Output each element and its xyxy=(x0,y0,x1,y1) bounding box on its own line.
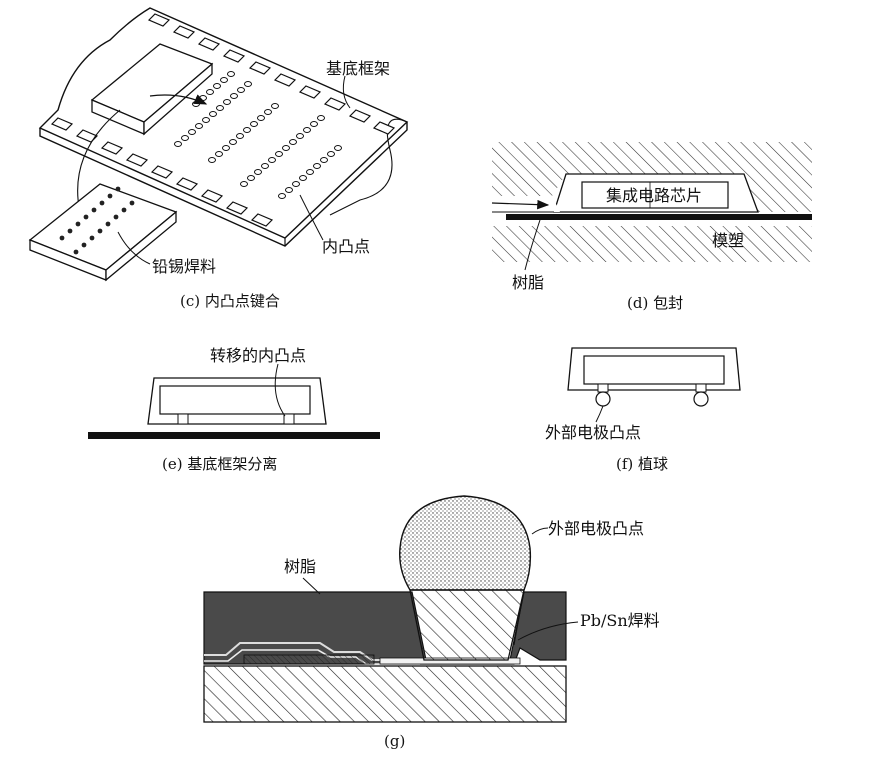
label-base-frame: 基底框架 xyxy=(326,59,390,78)
label-resin-g: 树脂 xyxy=(284,557,316,576)
pbsn-solder xyxy=(409,589,525,661)
panel-c: 基底框架 内凸点 铅锡焊料 (c) 内凸点键合 xyxy=(28,7,409,310)
solder-ball-right xyxy=(693,391,709,407)
separated-frame xyxy=(88,432,380,439)
base-frame-plate xyxy=(38,7,409,239)
caption-c: (c) 内凸点键合 xyxy=(180,292,280,310)
label-ext-bump-g: 外部电极凸点 xyxy=(548,519,644,538)
inner-bumps xyxy=(174,71,342,199)
panel-e: 转移的内凸点 (e) 基底框架分离 xyxy=(88,346,380,473)
transfer-arrow xyxy=(149,94,208,105)
lead-frame-bar xyxy=(506,214,812,220)
label-inner-bump: 内凸点 xyxy=(322,237,370,256)
label-ext-bump-f: 外部电极凸点 xyxy=(545,423,641,442)
pad-metal xyxy=(243,654,375,665)
frame-slots-top xyxy=(147,13,396,135)
caption-f: (f) 植球 xyxy=(616,455,668,473)
ic-chip xyxy=(581,181,729,209)
label-transferred-bump: 转移的内凸点 xyxy=(210,346,306,365)
caption-e: (e) 基底框架分离 xyxy=(162,455,277,473)
label-mold: 模塑 xyxy=(712,231,744,250)
label-resin-d: 树脂 xyxy=(512,273,544,292)
panel-g: 树脂 外部电极凸点 Pb/Sn焊料 (g) xyxy=(203,495,660,750)
external-bump-ball xyxy=(399,495,532,591)
solder-ball-left xyxy=(595,391,611,407)
substrate xyxy=(203,665,567,723)
caption-d: (d) 包封 xyxy=(627,294,683,312)
frame-slots-bottom xyxy=(50,117,274,227)
solder-strip xyxy=(28,183,178,282)
label-pbsn: Pb/Sn焊料 xyxy=(580,611,660,630)
panel-f: 外部电极凸点 (f) 植球 xyxy=(545,347,741,473)
mold-bottom xyxy=(492,226,812,262)
label-solder: 铅锡焊料 xyxy=(152,257,216,276)
label-ic-chip: 集成电路芯片 xyxy=(606,186,702,205)
caption-g: (g) xyxy=(384,732,405,750)
panel-d: 集成电路芯片 模塑 树脂 (d) 包封 xyxy=(491,142,812,312)
chip-block xyxy=(90,43,214,136)
mold-top xyxy=(492,142,812,212)
